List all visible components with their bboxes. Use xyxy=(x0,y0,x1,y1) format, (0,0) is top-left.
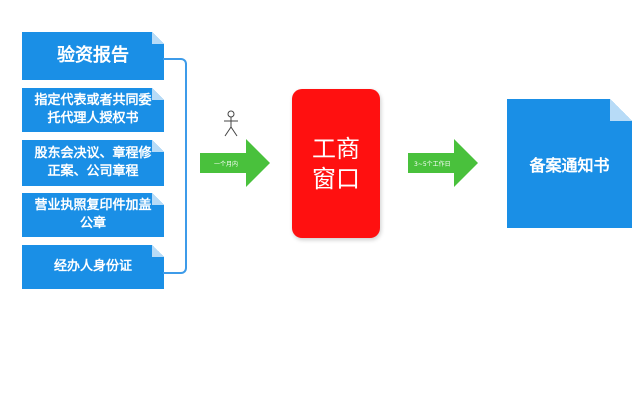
filing-notice-doc: 备案通知书 xyxy=(507,99,632,228)
page-fold-icon xyxy=(152,32,164,44)
materials-title-doc: 验资报告 xyxy=(22,32,164,80)
grouping-bracket xyxy=(163,58,187,274)
arrow-to-window: 一个月内 xyxy=(200,139,270,187)
material-item: 指定代表或者共同委托代理人授权书 xyxy=(34,93,152,126)
material-item: 股东会决议、章程修正案、公司章程 xyxy=(34,146,152,179)
arrow-to-result: 3~5个工作日 xyxy=(408,139,478,187)
right-arrow-icon xyxy=(408,139,478,187)
material-item-doc: 指定代表或者共同委托代理人授权书 xyxy=(22,88,164,132)
material-item-doc: 营业执照复印件加盖公章 xyxy=(22,193,164,237)
window-label: 工商窗口 xyxy=(312,134,360,193)
arrow-2-label: 3~5个工作日 xyxy=(414,161,451,168)
person-icon xyxy=(224,110,238,137)
arrow-1-label: 一个月内 xyxy=(214,161,239,168)
material-item: 营业执照复印件加盖公章 xyxy=(34,198,152,231)
right-arrow-icon xyxy=(200,139,270,187)
result-label: 备案通知书 xyxy=(529,155,610,175)
material-item-doc: 股东会决议、章程修正案、公司章程 xyxy=(22,140,164,186)
page-fold-icon xyxy=(610,99,632,121)
material-item: 经办人身份证 xyxy=(53,259,132,275)
material-item-doc: 经办人身份证 xyxy=(22,245,164,289)
materials-title: 验资报告 xyxy=(57,44,129,66)
business-window-box: 工商窗口 xyxy=(292,89,380,238)
